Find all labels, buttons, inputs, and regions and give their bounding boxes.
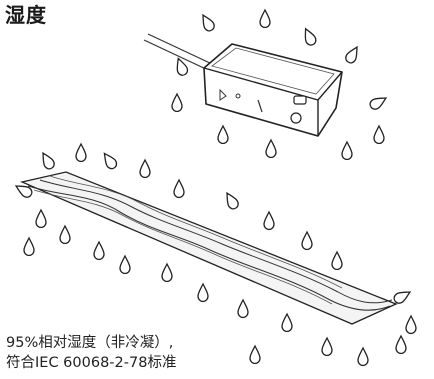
caption-line-2: 符合IEC 60068-2-78标准 xyxy=(6,355,177,371)
humidity-spec-caption: 95%相对湿度（非冷凝）, 符合IEC 60068-2-78标准 xyxy=(6,333,176,373)
flat-cable-icon xyxy=(19,171,398,325)
caption-line-1: 95%相对湿度（非冷凝）, xyxy=(6,335,174,351)
sensor-icon xyxy=(203,43,343,137)
page-title: 湿度 xyxy=(5,3,47,27)
sensor-cable-icon xyxy=(143,33,213,71)
